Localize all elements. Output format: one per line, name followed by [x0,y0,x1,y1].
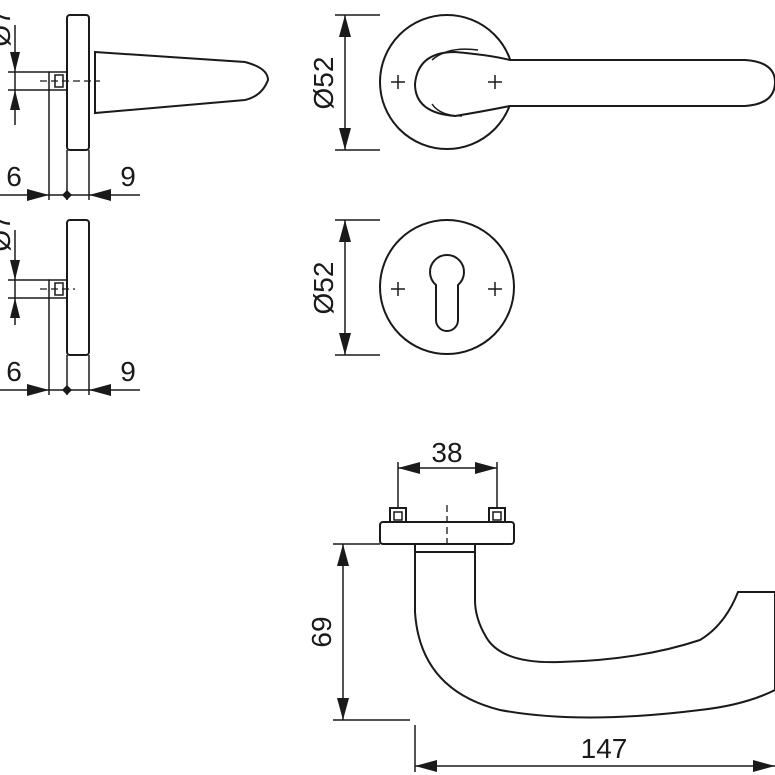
lever-profile [94,50,270,115]
screw-right [488,282,502,296]
arrow-down [339,128,351,150]
arrow-up [339,220,351,242]
spacing-label: 38 [431,437,462,468]
dot [62,385,72,395]
rose-side-view: Ø7 6 9 [0,9,270,201]
arrow-down [10,260,20,280]
lever-stem-top [414,543,476,553]
arrow-up [10,298,20,318]
escutcheon-circle [379,219,515,355]
dim-right-label: 9 [120,161,136,192]
height-label: 69 [306,616,337,647]
arrow-up [10,90,20,110]
arrow-down [339,333,351,355]
diameter-label: Ø52 [308,57,339,110]
diameter-label: Ø52 [308,262,339,315]
screw-right [488,75,502,89]
arrow-up [339,15,351,37]
escutcheon-front-view: Ø52 [308,219,515,356]
dim-left-label: 6 [6,161,22,192]
lever-body [414,551,775,719]
rose-front-view: Ø52 [308,14,775,151]
lever [413,50,775,118]
arrow-right [475,462,497,474]
screw-left [391,75,405,89]
dim-right-label: 9 [120,356,136,387]
arrow-up [337,544,349,566]
lever-neck [431,48,479,117]
arrow-down [337,698,349,720]
arrow-left [398,462,420,474]
arrow-left [89,384,111,396]
keyhole-cutout [429,254,465,332]
peg-right-inner [492,511,502,521]
arrow-right [753,760,775,772]
screw-left [391,282,405,296]
pin-diameter-label: Ø7 [0,9,16,46]
lever-top-view: 38 69 147 [306,437,775,772]
escutcheon-plate [66,219,90,356]
escutcheon-side-view: Ø7 6 9 [0,214,140,396]
arrow-down [10,52,20,72]
arrow-right [27,384,49,396]
arrow-left [415,760,437,772]
dim-left-label: 6 [6,356,22,387]
arrow-left [89,189,111,201]
arrow-right [27,189,49,201]
pin-diameter-label: Ø7 [0,214,16,251]
length-label: 147 [581,733,628,764]
peg-left-inner [393,511,403,521]
dot [62,190,72,200]
rose-plate [66,14,90,151]
